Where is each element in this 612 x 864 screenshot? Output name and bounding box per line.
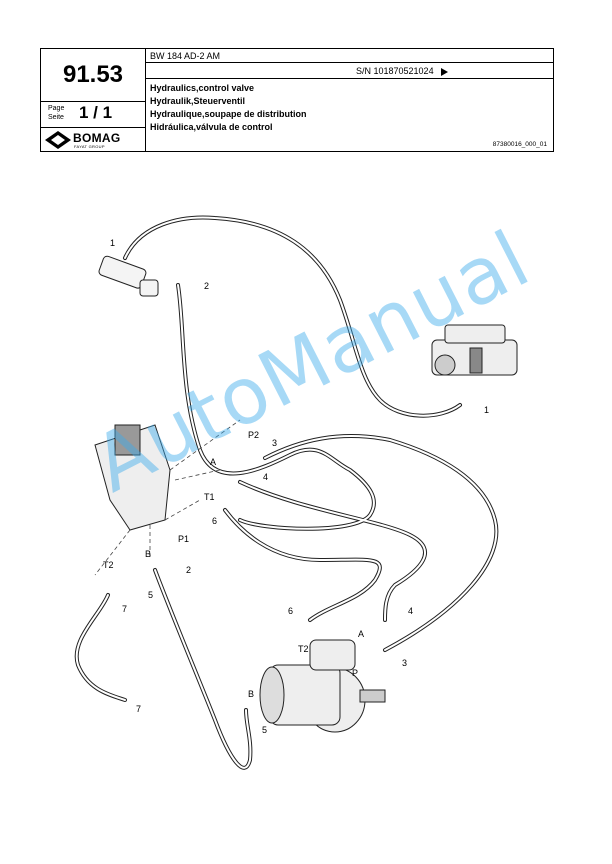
callout-3-right: 3 [402,658,407,668]
callout-3-top: 3 [272,438,277,448]
title-es: Hidráulica,válvula de control [150,122,273,132]
hydraulic-diagram: 1 2 1 P2 3 A 4 T1 6 P1 2 B 5 T2 7 7 6 4 … [74,215,518,770]
model-row: BW 184 AD-2 AM [146,49,553,63]
manifold-block [94,424,171,531]
callout-p2: P2 [248,430,259,440]
page-label-en: Page [48,105,65,112]
callout-4-right: 4 [408,606,413,616]
callout-b-right: B [248,689,254,699]
callout-4-top: 4 [263,472,268,482]
callout-6-left: 6 [212,516,217,526]
title-list: Hydraulics,control valve Hydraulik,Steue… [150,82,307,134]
serial-number: S/N 101870521024 [356,66,434,76]
control-valve [431,324,518,376]
bomag-logo: BOMAG FAYAT GROUP [41,128,145,151]
page-number: 1 / 1 [79,103,113,122]
callout-p: P [352,668,358,678]
hose-5 [153,568,253,770]
callout-t2-left: T2 [103,560,114,570]
title-block-left: 91.53 Page Seite 1 / 1 BOMAG FAYAT GROUP [41,49,146,151]
logo-text: BOMAG [73,131,121,145]
document-number: 87380016_000_01 [492,141,547,148]
callout-a-right: A [358,629,364,639]
callout-a-left: A [210,457,216,467]
callout-6-right: 6 [288,606,293,616]
callout-7-bottom: 7 [136,704,141,714]
callout-1-top: 1 [110,238,115,248]
hose-4 [238,480,427,622]
page-row: Page Seite 1 / 1 [41,101,145,128]
hose-3 [263,434,499,652]
hose-6 [223,508,382,622]
callout-1-right: 1 [484,405,489,415]
page-label: Page Seite [48,104,64,122]
title-en: Hydraulics,control valve [150,83,255,93]
check-valve [98,255,159,297]
section-number: 91.53 [41,49,145,102]
title-block: 91.53 Page Seite 1 / 1 BOMAG FAYAT GROUP… [40,48,554,152]
callout-2-mid: 2 [186,565,191,575]
hydraulic-pump [259,639,386,733]
callout-7-top: 7 [122,604,127,614]
callout-b-left: B [145,549,151,559]
page-label-de: Seite [48,114,64,121]
logo-subtext: FAYAT GROUP [74,144,105,149]
serial-row: S/N 101870521024 [146,64,553,79]
callout-2-top: 2 [204,281,209,291]
callout-5-bottom: 5 [262,725,267,735]
callout-p1: P1 [178,534,189,544]
callout-t1: T1 [204,492,215,502]
title-de: Hydraulik,Steuerventil [150,96,246,106]
arrow-right-icon [441,68,448,76]
callout-t2-right: T2 [298,644,309,654]
title-fr: Hydraulique,soupape de distribution [150,109,307,119]
callout-5-left: 5 [148,590,153,600]
bomag-diamond-icon [45,131,71,149]
hose-7 [74,593,127,702]
